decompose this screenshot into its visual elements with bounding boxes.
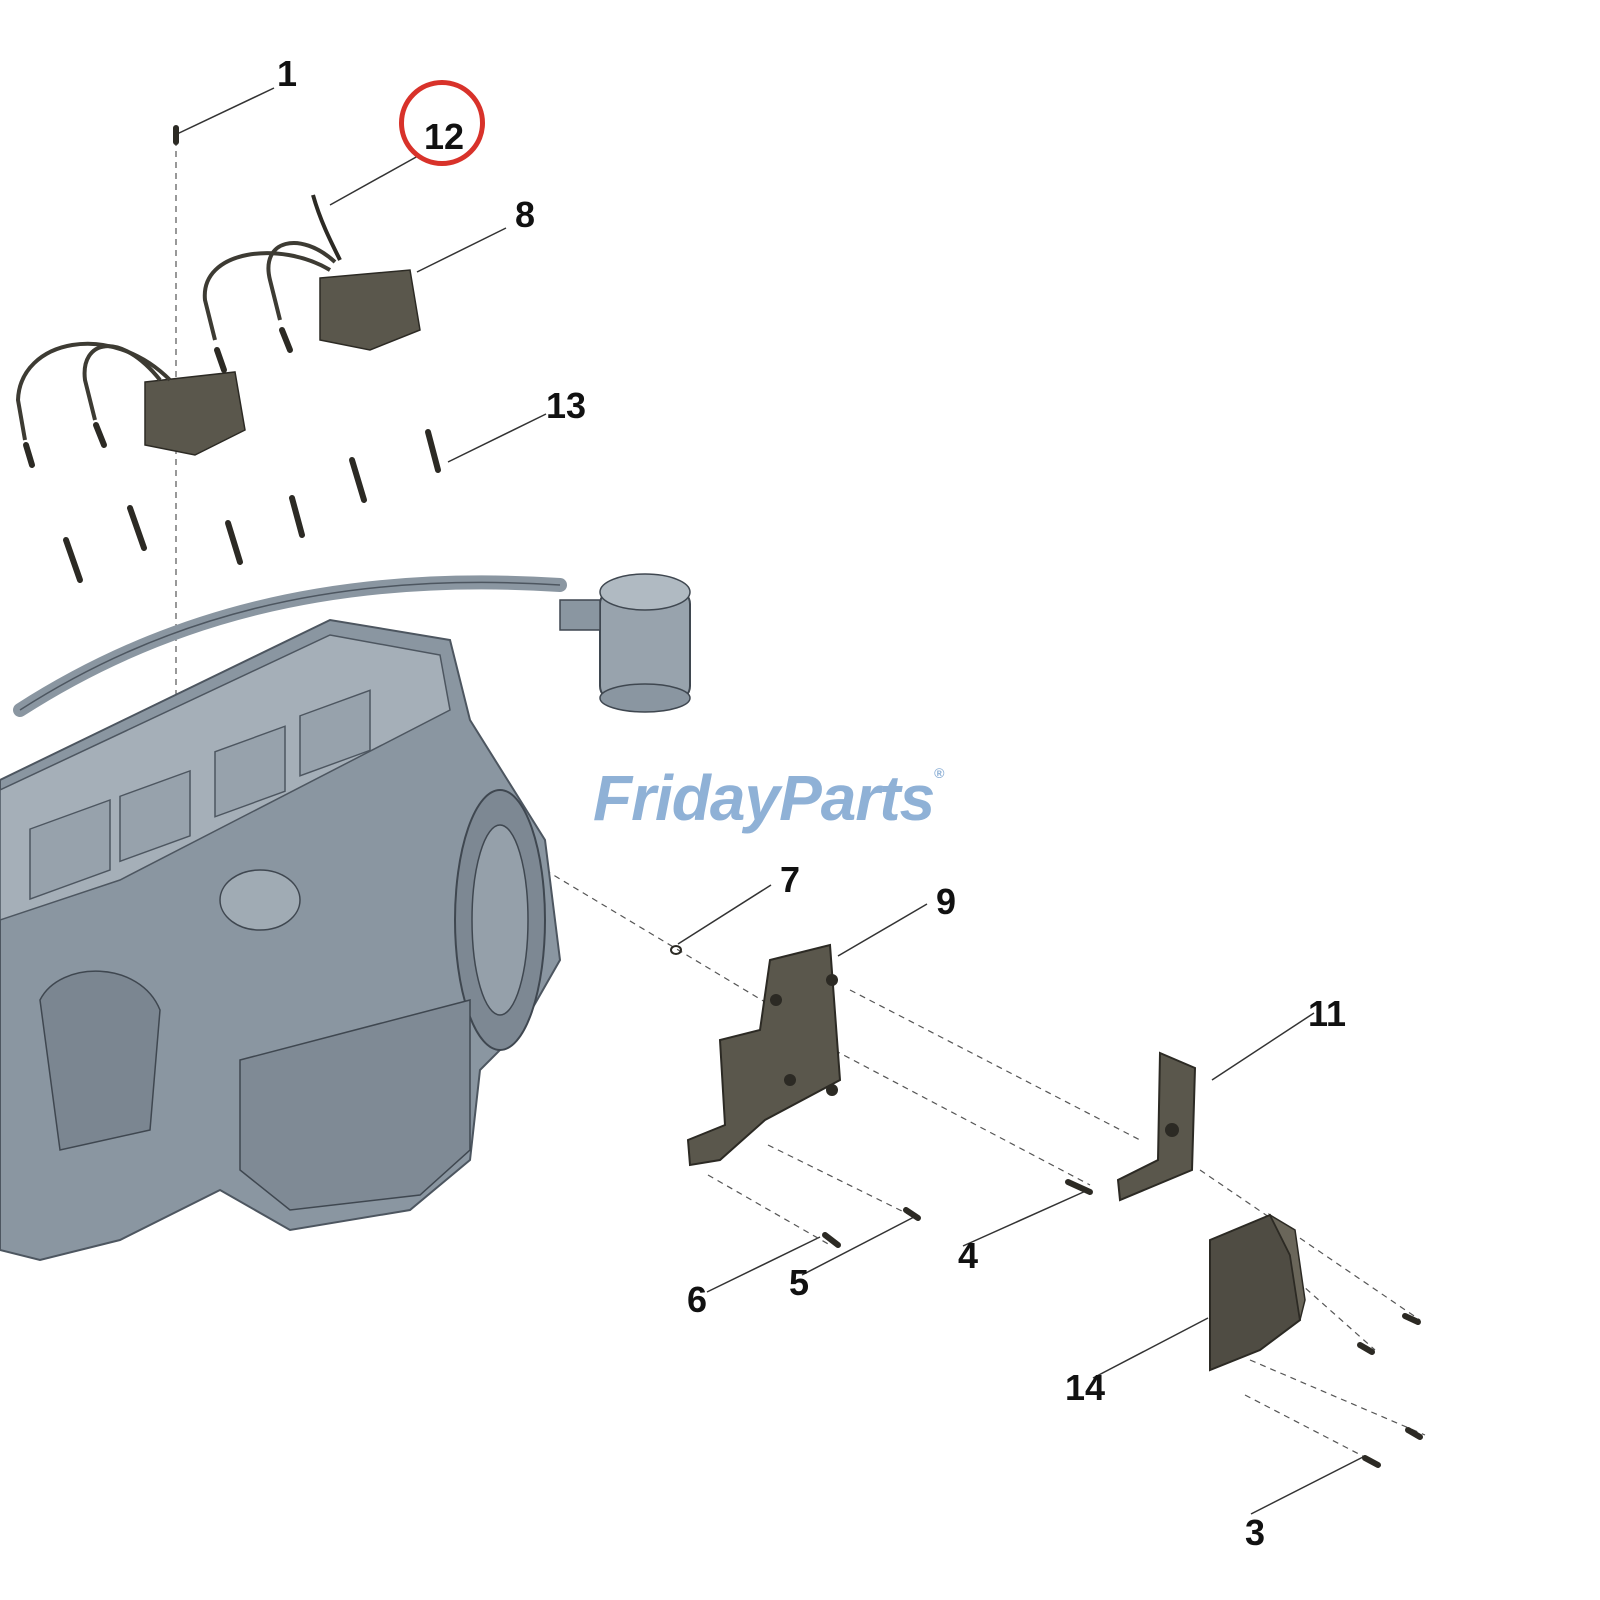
bracket-9 — [686, 943, 842, 1167]
callout-5: 5 — [788, 1262, 810, 1303]
highlight-circle — [399, 80, 485, 166]
callout-11: 11 — [1307, 993, 1347, 1034]
bracket-11 — [1116, 1051, 1197, 1202]
leader-lines — [176, 87, 1366, 1515]
callout-7: 7 — [779, 859, 801, 900]
callout-12: 12 — [423, 116, 465, 157]
watermark-brand: FridayParts — [593, 762, 935, 834]
bolts — [822, 1179, 1423, 1468]
callout-1: 1 — [276, 53, 298, 94]
ignition-coils — [144, 194, 421, 456]
callout-6: 6 — [686, 1279, 708, 1320]
callout-8: 8 — [514, 194, 536, 235]
callout-14: 14 — [1064, 1367, 1106, 1408]
control-module-14 — [1209, 1213, 1306, 1372]
callout-4: 4 — [957, 1235, 979, 1276]
callout-3: 3 — [1244, 1512, 1266, 1553]
spark-plugs — [23, 125, 441, 583]
callout-13: 13 — [545, 385, 587, 426]
engine-block — [0, 573, 691, 1262]
washer-7 — [670, 945, 682, 955]
fridayparts-watermark: FridayParts® — [593, 765, 945, 830]
callout-9: 9 — [935, 881, 957, 922]
watermark-registered-symbol: ® — [934, 765, 944, 781]
spark-plug-leads — [15, 241, 337, 441]
